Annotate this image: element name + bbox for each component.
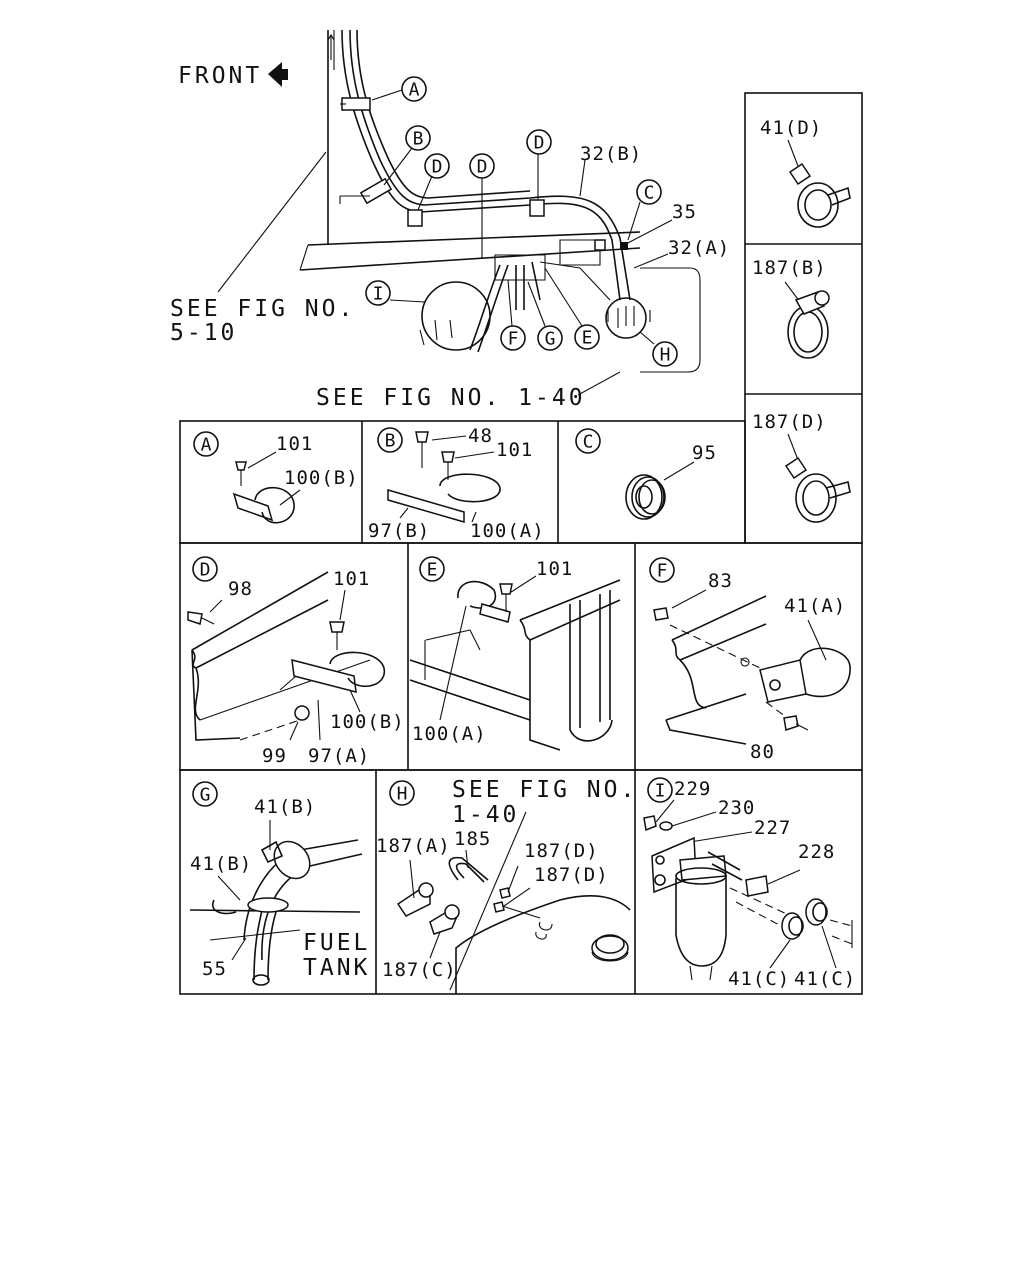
panel-c: C 95 bbox=[575, 428, 717, 520]
callout-c: C bbox=[627, 179, 662, 241]
callout-h: H bbox=[639, 331, 678, 367]
svg-text:187(D): 187(D) bbox=[534, 864, 609, 886]
svg-text:187(D): 187(D) bbox=[524, 840, 599, 862]
panel-f: F 83 41(A) 80 bbox=[649, 557, 851, 763]
side-panel-187b: 187(B) bbox=[752, 257, 830, 359]
callout-b: B bbox=[383, 125, 431, 186]
see-fig-5-10-line1: SEE FIG NO. bbox=[170, 296, 355, 322]
tank-label: TANK bbox=[303, 955, 370, 981]
svg-text:41(C): 41(C) bbox=[728, 968, 790, 990]
panel-i: I 229 230 227 228 41(C) 41(C) bbox=[643, 777, 856, 990]
callout-d1: D bbox=[417, 153, 450, 211]
label-35: 35 bbox=[672, 201, 697, 223]
svg-text:H: H bbox=[660, 345, 671, 366]
svg-text:95: 95 bbox=[692, 442, 717, 464]
svg-text:D: D bbox=[534, 133, 545, 154]
svg-text:B: B bbox=[413, 129, 424, 150]
panel-h: H SEE FIG NO. 1-40 187(A) 185 187(D) 187… bbox=[376, 777, 637, 994]
side-panel-187d: 187(D) bbox=[752, 411, 851, 523]
svg-text:G: G bbox=[545, 329, 556, 350]
row-abc: A 101 100(B) B 48 101 97(B) 100(A) bbox=[179, 420, 746, 544]
svg-text:G: G bbox=[200, 785, 211, 806]
panel-e: E 101 100(A) bbox=[409, 556, 621, 751]
svg-text:98: 98 bbox=[228, 578, 253, 600]
svg-text:99: 99 bbox=[262, 745, 287, 767]
callout-i: I bbox=[365, 280, 391, 306]
callout-d3: D bbox=[526, 129, 552, 200]
svg-text:D: D bbox=[432, 157, 443, 178]
front-arrow-icon bbox=[268, 62, 288, 87]
svg-text:101: 101 bbox=[536, 558, 573, 580]
panel-a: A 101 100(B) bbox=[193, 431, 359, 524]
callout-f: F bbox=[500, 279, 526, 351]
svg-text:187(C): 187(C) bbox=[382, 959, 457, 981]
side-panels: 41(D) 187(B) 187(D) bbox=[744, 92, 863, 544]
front-label: FRONT bbox=[178, 63, 262, 89]
svg-text:97(B): 97(B) bbox=[368, 520, 430, 542]
svg-text:185: 185 bbox=[454, 828, 491, 850]
svg-text:C: C bbox=[583, 432, 594, 453]
svg-text:100(B): 100(B) bbox=[284, 467, 359, 489]
svg-text:229: 229 bbox=[674, 778, 711, 800]
svg-text:A: A bbox=[409, 80, 420, 101]
svg-text:101: 101 bbox=[496, 439, 533, 461]
svg-text:101: 101 bbox=[276, 433, 313, 455]
svg-text:55: 55 bbox=[202, 958, 227, 980]
svg-text:228: 228 bbox=[798, 841, 835, 863]
row-def: D 98 101 100(B) 99 97(A) bbox=[179, 542, 863, 771]
row-ghi: G 41(B) 41(B) 55 FUEL TANK H SEE FIG NO. bbox=[179, 769, 863, 995]
see-fig-1-40: SEE FIG NO. 1-40 bbox=[316, 385, 586, 411]
svg-text:D: D bbox=[477, 157, 488, 178]
see-fig-5-10-line2: 5-10 bbox=[170, 320, 237, 346]
label-32a: 32(A) bbox=[668, 237, 730, 259]
svg-text:A: A bbox=[201, 435, 212, 456]
svg-text:B: B bbox=[385, 431, 396, 452]
svg-text:100(A): 100(A) bbox=[412, 723, 487, 745]
svg-text:41(C): 41(C) bbox=[794, 968, 856, 990]
svg-text:80: 80 bbox=[750, 741, 775, 763]
panel-b: B 48 101 97(B) 100(A) bbox=[368, 425, 545, 542]
svg-text:100(B): 100(B) bbox=[330, 711, 405, 733]
svg-text:101: 101 bbox=[333, 568, 370, 590]
callout-e: E bbox=[544, 267, 600, 350]
see-fig-1-40-line2: 1-40 bbox=[452, 802, 519, 828]
svg-text:I: I bbox=[655, 781, 666, 802]
svg-text:97(A): 97(A) bbox=[308, 745, 370, 767]
svg-text:I: I bbox=[373, 284, 384, 305]
svg-text:83: 83 bbox=[708, 570, 733, 592]
label-32b: 32(B) bbox=[580, 143, 642, 165]
callout-a: A bbox=[371, 76, 427, 102]
callout-d2: D bbox=[469, 153, 495, 258]
svg-text:187(B): 187(B) bbox=[752, 257, 827, 279]
see-fig-1-40-line1: SEE FIG NO. bbox=[452, 777, 637, 803]
svg-text:227: 227 bbox=[754, 817, 791, 839]
svg-text:E: E bbox=[582, 328, 593, 349]
panel-d: D 98 101 100(B) 99 97(A) bbox=[187, 556, 405, 767]
svg-text:D: D bbox=[200, 560, 211, 581]
svg-text:187(A): 187(A) bbox=[376, 835, 451, 857]
callout-g: G bbox=[527, 281, 563, 351]
svg-text:F: F bbox=[657, 561, 668, 582]
svg-text:48: 48 bbox=[468, 425, 493, 447]
svg-text:41(A): 41(A) bbox=[784, 595, 846, 617]
svg-text:230: 230 bbox=[718, 797, 755, 819]
svg-text:41(D): 41(D) bbox=[760, 117, 822, 139]
panel-g: G 41(B) 41(B) 55 FUEL TANK bbox=[189, 781, 370, 986]
side-panel-41d: 41(D) bbox=[760, 117, 851, 228]
svg-text:C: C bbox=[644, 183, 655, 204]
svg-text:F: F bbox=[508, 329, 519, 350]
svg-text:187(D): 187(D) bbox=[752, 411, 827, 433]
svg-text:41(B): 41(B) bbox=[190, 853, 252, 875]
svg-text:E: E bbox=[427, 560, 438, 581]
svg-text:H: H bbox=[397, 784, 408, 805]
svg-text:41(B): 41(B) bbox=[254, 796, 316, 818]
main-overview: FRONT bbox=[170, 29, 730, 411]
svg-text:100(A): 100(A) bbox=[470, 520, 545, 542]
fuel-label: FUEL bbox=[303, 930, 370, 956]
